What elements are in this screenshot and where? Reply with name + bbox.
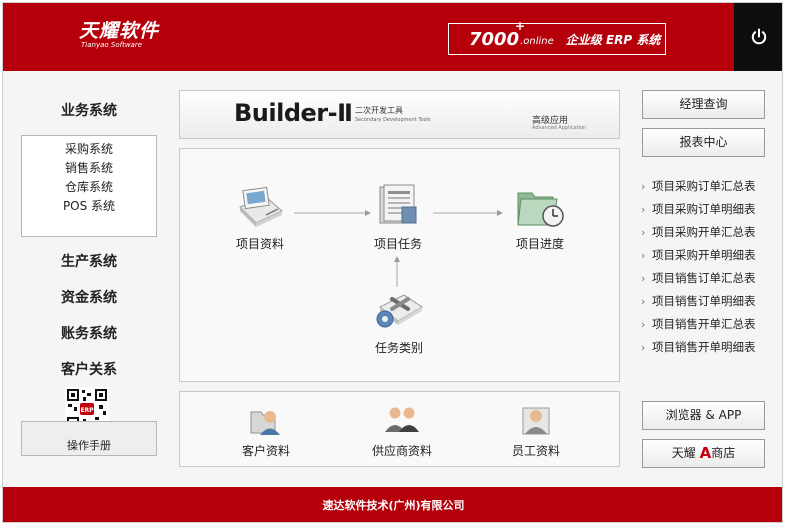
customer-data-item[interactable]: 客户资料	[236, 402, 296, 459]
flow-project-data[interactable]: 项目资料	[230, 185, 290, 252]
store-prefix: 天耀	[671, 446, 696, 460]
logo-english: Tianyao Software	[81, 41, 143, 49]
chevron-right-icon: ›	[641, 295, 646, 308]
task-category-icon	[376, 294, 423, 328]
project-progress-icon	[517, 192, 564, 227]
power-icon	[751, 28, 767, 45]
employee-data-item[interactable]: 员工资料	[506, 402, 566, 459]
customer-data-label: 客户资料	[241, 444, 290, 458]
flow-project-tasks[interactable]: 项目任务	[366, 183, 430, 252]
advanced-application-en: Advanced Application	[532, 125, 587, 131]
brand-logo: 天耀软件 Tianyao Software	[79, 21, 159, 50]
store-a-logo: A	[699, 444, 712, 462]
browser-app-button[interactable]: 浏览器 & APP	[642, 401, 765, 430]
nav-funds-system[interactable]: 资金系统	[61, 290, 117, 306]
chevron-right-icon: ›	[641, 318, 646, 331]
chevron-right-icon: ›	[641, 180, 646, 193]
chevron-right-icon: ›	[641, 341, 646, 354]
report-link-label: 项目销售订单明细表	[652, 294, 756, 308]
resource-panel: 客户资料 供应商资料 员工资料	[179, 391, 620, 467]
report-center-button[interactable]: 报表中心	[642, 128, 765, 157]
report-link-label: 项目采购订单汇总表	[652, 179, 756, 193]
builder-banner[interactable]: Builder-Ⅱ 二次开发工具 Secondary Development T…	[179, 90, 620, 139]
report-list: › 项目采购订单汇总表 › 项目采购订单明细表 › 项目采购开单汇总表 › 项目采购开单…	[641, 175, 781, 359]
report-link[interactable]: › 项目销售订单明细表	[641, 290, 781, 313]
supplier-data-item[interactable]: 供应商资料	[364, 402, 440, 459]
report-link-label: 项目采购订单明细表	[652, 202, 756, 216]
flow-task-category[interactable]: 任务类别	[364, 289, 434, 356]
tianyao-store-button[interactable]: 天耀 A商店	[642, 439, 765, 468]
supplier-data-label: 供应商资料	[371, 444, 432, 458]
submenu-purchase[interactable]: 采购系统	[64, 142, 113, 156]
nav-production-system[interactable]: 生产系统	[61, 254, 117, 270]
erp-system-label: 企业级 ERP 系统	[565, 32, 661, 47]
project-data-icon	[239, 186, 283, 227]
project-progress-label: 项目进度	[515, 237, 564, 251]
report-link[interactable]: › 项目采购订单汇总表	[641, 175, 781, 198]
employee-data-icon	[522, 407, 550, 435]
erp-version: 7000+	[469, 19, 525, 50]
chevron-right-icon: ›	[641, 226, 646, 239]
submenu-warehouse[interactable]: 仓库系统	[64, 180, 113, 194]
footer-bar: 速达软件技术(广州)有限公司	[3, 487, 782, 522]
report-link[interactable]: › 项目销售开单明细表	[641, 336, 781, 359]
store-suffix: 商店	[711, 446, 736, 460]
business-submenu: 采购系统 销售系统 仓库系统 POS 系统	[21, 135, 157, 237]
company-name: 速达软件技术(广州)有限公司	[322, 499, 465, 512]
report-link[interactable]: › 项目销售订单汇总表	[641, 267, 781, 290]
advanced-application-cn: 高级应用	[532, 116, 569, 126]
header-bar: 天耀软件 Tianyao Software 7000+ .online 企业级 …	[3, 3, 782, 71]
chevron-right-icon: ›	[641, 203, 646, 216]
erp-version-number: 7000	[469, 28, 520, 50]
report-link[interactable]: › 项目采购订单明细表	[641, 198, 781, 221]
supplier-data-icon	[385, 407, 419, 432]
erp-product-badge: 7000+ .online 企业级 ERP 系统	[448, 19, 666, 55]
project-data-label: 项目资料	[235, 237, 284, 251]
erp-plus-sign: +	[515, 18, 526, 33]
report-link[interactable]: › 项目采购开单汇总表	[641, 221, 781, 244]
operation-manual-button[interactable]: 操作手册	[21, 421, 157, 456]
report-link-label: 项目销售开单明细表	[652, 340, 756, 354]
employee-data-label: 员工资料	[511, 444, 560, 458]
chevron-right-icon: ›	[641, 272, 646, 285]
builder-subtitle-cn: 二次开发工具	[355, 106, 403, 115]
submenu-sales[interactable]: 销售系统	[64, 161, 113, 175]
chevron-right-icon: ›	[641, 249, 646, 262]
nav-business-system[interactable]: 业务系统	[61, 103, 117, 119]
report-link-label: 项目采购开单汇总表	[652, 225, 756, 239]
report-link[interactable]: › 项目销售开单汇总表	[641, 313, 781, 336]
report-link-label: 项目销售开单汇总表	[652, 317, 756, 331]
project-tasks-icon	[379, 184, 417, 224]
manager-query-button[interactable]: 经理查询	[642, 90, 765, 119]
report-link-label: 项目采购开单明细表	[652, 248, 756, 262]
builder-title: Builder-Ⅱ	[234, 99, 353, 127]
report-link-label: 项目销售订单汇总表	[652, 271, 756, 285]
project-flow-panel: 项目资料 项目任务 项目进度	[179, 148, 620, 382]
nav-accounts-system[interactable]: 账务系统	[61, 326, 117, 342]
project-tasks-label: 项目任务	[373, 237, 422, 251]
customer-data-icon	[250, 411, 280, 435]
report-link[interactable]: › 项目采购开单明细表	[641, 244, 781, 267]
logo-chinese: 天耀软件	[79, 20, 160, 42]
submenu-pos[interactable]: POS 系统	[62, 199, 116, 213]
builder-subtitle-en: Secondary Development Tools	[355, 117, 431, 123]
nav-customer-relations[interactable]: 客户关系	[61, 362, 117, 378]
power-button[interactable]	[734, 3, 782, 71]
erp-online-suffix: .online	[520, 36, 554, 47]
flow-connectors	[294, 210, 503, 287]
svg-text:ERP: ERP	[80, 407, 94, 414]
flow-project-progress[interactable]: 项目进度	[508, 185, 572, 252]
task-category-label: 任务类别	[374, 341, 423, 355]
